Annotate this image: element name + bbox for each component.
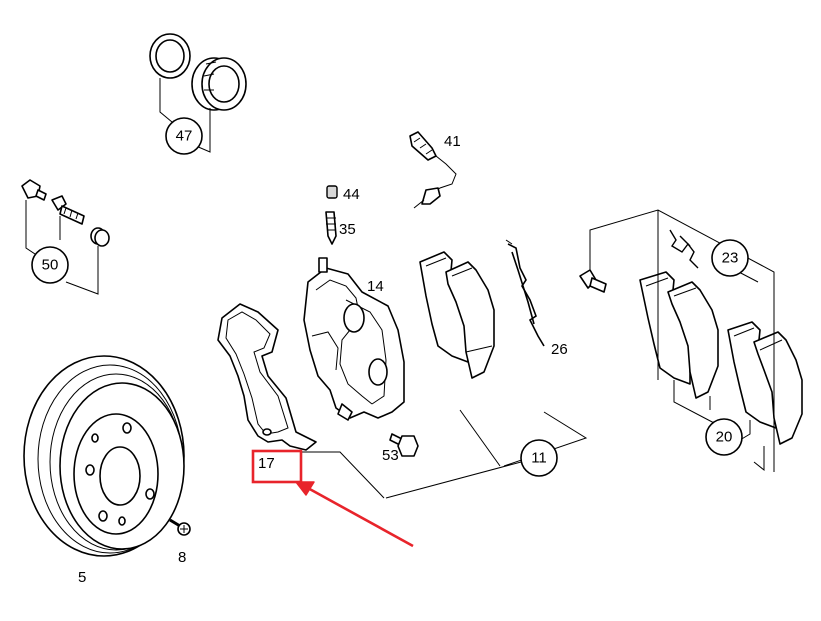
piston-seal[interactable]: [149, 33, 191, 79]
callout-circle-20: 20: [705, 418, 743, 456]
guide-bushing[interactable]: [90, 227, 110, 247]
callout-14-label: 14: [367, 278, 384, 295]
callout-53-label: 53: [382, 447, 399, 464]
highlight-arrow-shaft: [305, 485, 414, 548]
caliper-fitting-bolt[interactable]: [579, 269, 607, 293]
callout-41-label: 41: [444, 133, 461, 150]
guide-pin[interactable]: [51, 195, 85, 225]
callout-44-label: 44: [343, 186, 360, 203]
dust-boot[interactable]: [191, 57, 247, 111]
callout-17-label: 17: [258, 455, 275, 472]
highlight-arrowhead: [295, 481, 315, 496]
wear-sensor[interactable]: [409, 131, 457, 209]
caliper-bolt[interactable]: [389, 433, 419, 457]
callout-circle-47: 47: [165, 117, 203, 155]
callout-20-label: 20: [716, 429, 733, 446]
callout-47-label: 47: [176, 128, 193, 145]
center-brake-pads[interactable]: [419, 251, 495, 379]
brake-disc[interactable]: [23, 355, 185, 557]
callout-circle-23: 23: [711, 239, 749, 277]
callout-26-label: 26: [551, 341, 568, 358]
brake-pad-set-right[interactable]: [727, 321, 803, 445]
brake-pad-set-left[interactable]: [639, 271, 719, 399]
callout-5-label: 5: [78, 569, 86, 586]
highlight-box: [251, 449, 303, 484]
callout-circle-50: 50: [31, 246, 69, 284]
callout-35-label: 35: [339, 221, 356, 238]
guide-bolt[interactable]: [21, 179, 47, 201]
callout-23-label: 23: [722, 250, 739, 267]
callout-11-label: 11: [531, 450, 547, 467]
callout-circle-11: 11: [520, 439, 558, 477]
highlight-annotation: [251, 449, 414, 548]
bleed-screw[interactable]: [325, 211, 337, 245]
disc-bolt[interactable]: [169, 518, 191, 536]
brake-caliper[interactable]: [303, 257, 405, 421]
callout-50-label: 50: [42, 257, 59, 274]
bleed-cap[interactable]: [326, 185, 338, 199]
brake-shield-plate[interactable]: [217, 303, 317, 451]
callout-8-label: 8: [178, 549, 186, 566]
spring-clip-kit[interactable]: [669, 229, 699, 269]
pad-spring[interactable]: [505, 239, 545, 347]
